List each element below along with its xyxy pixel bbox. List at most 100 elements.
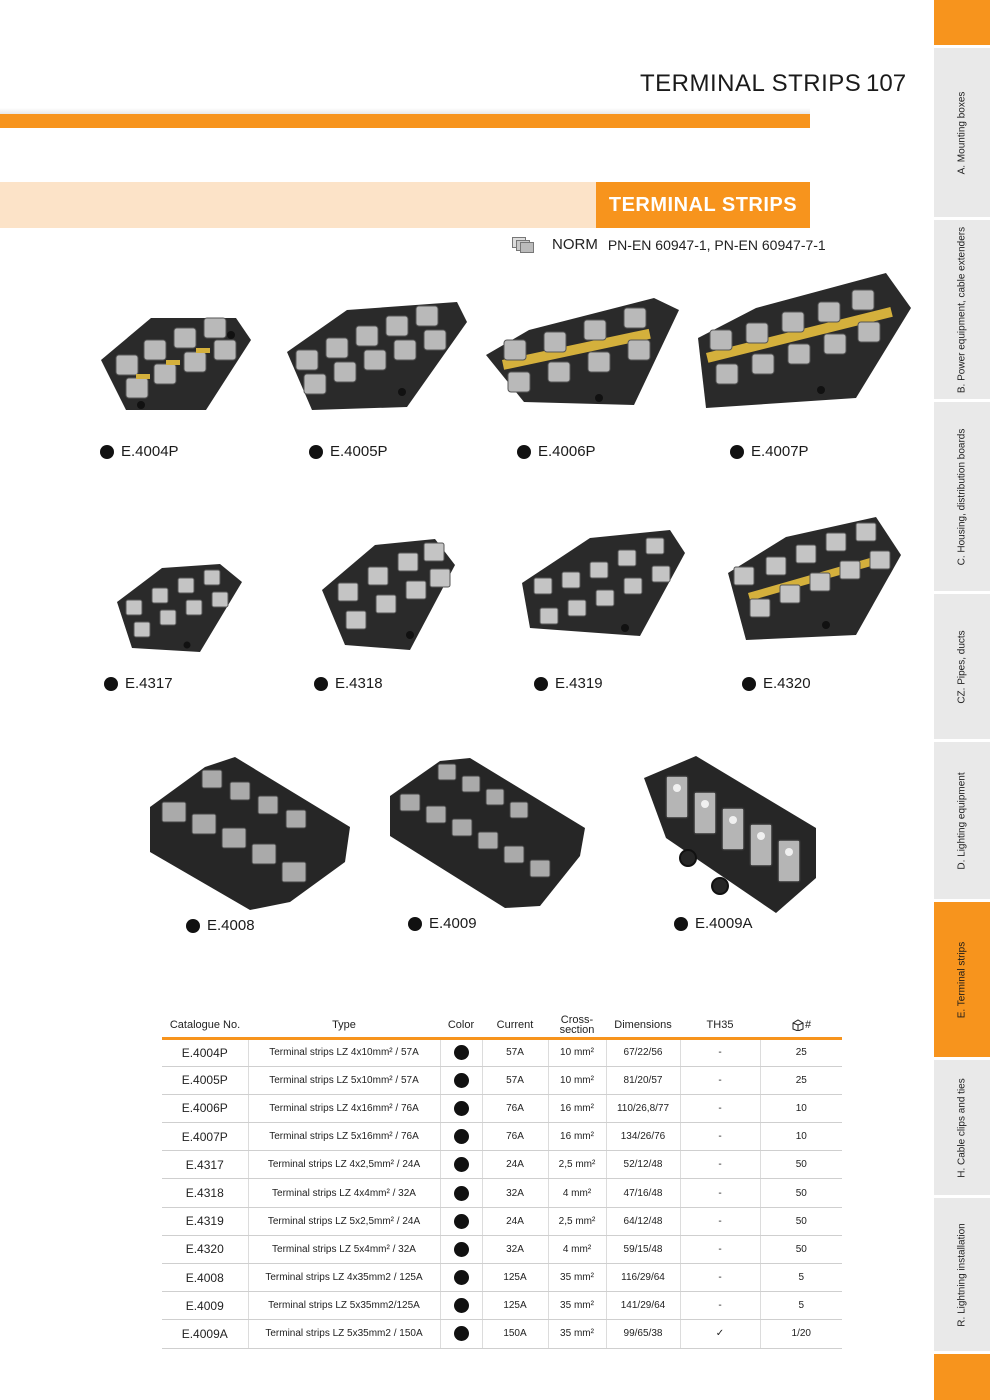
cell-th35: - [679,1291,760,1321]
cell-catalogue: E.4317 [162,1150,248,1180]
cell-pack: 50 [759,1207,842,1236]
header-current: Current [482,1014,548,1040]
cell-catalogue: E.4005P [162,1066,248,1095]
product-image-e4005p [282,292,472,422]
cell-dimensions: 47/16/48 [605,1178,680,1208]
side-tab-lightning-installation[interactable]: R. Lightning installation [934,1198,990,1354]
product-label-e4005p: E.4005P [309,443,388,460]
header-catalogue: Catalogue No. [162,1014,248,1040]
cell-th35: - [679,1066,760,1095]
side-tab-label: C. Housing, distribution boards [956,428,968,565]
side-tab-lighting-equipment[interactable]: D. Lighting equipment [934,742,990,902]
cell-th35: - [679,1263,760,1293]
side-tab-cable-clips[interactable]: H. Cable clips and ties [934,1060,990,1198]
header-cross-line1: Cross- [560,1014,594,1027]
side-tab-power-equipment[interactable]: B. Power equipment, cable extenders [934,220,990,402]
cell-type: Terminal strips LZ 4x4mm² / 32A [247,1178,440,1208]
cell-type: Terminal strips LZ 5x4mm² / 32A [247,1235,440,1265]
cell-dimensions: 134/26/76 [605,1122,680,1152]
cell-current: 57A [481,1038,548,1067]
section-label: TERMINAL STRIPS [596,182,810,228]
product-code: E.4319 [555,675,603,692]
side-tab-label: A. Mounting boxes [956,91,968,174]
color-dot [742,676,756,691]
product-image-e4008 [150,752,350,912]
header-type: Type [248,1014,440,1040]
header-pack-suffix: # [804,1019,812,1032]
cell-pack: 1/20 [759,1319,842,1349]
product-image-e4317 [112,560,247,660]
package-box-icon [791,1019,805,1032]
side-tab-label: B. Power equipment, cable extenders [956,226,968,393]
cell-dimensions: 67/22/56 [605,1038,680,1067]
side-tabs: A. Mounting boxes B. Power equipment, ca… [934,0,990,1400]
side-tab-mounting-boxes[interactable]: A. Mounting boxes [934,48,990,220]
product-code: E.4004P [121,443,179,460]
color-swatch [453,1326,469,1342]
color-swatch [453,1185,469,1201]
cell-color [439,1235,482,1265]
color-dot [309,444,323,459]
norm-label: NORM [552,236,598,253]
cell-color [439,1150,482,1180]
header-bar [0,114,810,128]
color-dot [314,676,328,691]
cell-type: Terminal strips LZ 4x2,5mm² / 24A [247,1150,440,1180]
product-code: E.4318 [335,675,383,692]
cell-pack: 50 [759,1178,842,1208]
color-swatch [453,1129,469,1145]
header-pack: # [760,1014,842,1040]
side-tab-label: D. Lighting equipment [956,771,968,870]
cell-catalogue: E.4006P [162,1094,248,1124]
cell-catalogue: E.4009A [162,1319,248,1349]
cell-catalogue: E.4320 [162,1235,248,1265]
cell-cross-section: 35 mm² [547,1263,606,1293]
side-tab-cap-bottom [934,1354,990,1400]
color-dot [517,444,531,459]
cell-dimensions: 116/29/64 [605,1263,680,1293]
page-number: 107 [866,70,907,97]
cell-type: Terminal strips LZ 4x16mm² / 76A [247,1094,440,1124]
product-label-e4009a: E.4009A [674,915,753,932]
cell-pack: 25 [759,1038,842,1067]
cell-catalogue: E.4009 [162,1291,248,1321]
spec-table: Catalogue No. Type Color Current Cross-s… [162,1014,842,1349]
color-swatch [453,1298,469,1314]
cell-catalogue: E.4319 [162,1207,248,1236]
color-dot [674,916,688,931]
product-code: E.4009 [429,915,477,932]
side-tab-housing[interactable]: C. Housing, distribution boards [934,402,990,594]
norm-row: NORM PN-EN 60947-1, PN-EN 60947-7-1 [512,236,826,253]
product-label-e4004p: E.4004P [100,443,179,460]
cell-th35: - [679,1178,760,1208]
norm-value: PN-EN 60947-1, PN-EN 60947-7-1 [607,236,826,253]
side-tab-terminal-strips[interactable]: E. Terminal strips [934,902,990,1060]
color-swatch [453,1045,469,1061]
header-cross-section: Cross-section [548,1014,606,1040]
color-dot [408,916,422,931]
cell-current: 32A [481,1178,548,1208]
header-th35: TH35 [680,1014,760,1040]
cell-dimensions: 52/12/48 [605,1150,680,1180]
cell-color [439,1263,482,1293]
cell-color [439,1122,482,1152]
cell-cross-section: 10 mm² [547,1038,606,1067]
color-swatch [453,1100,469,1116]
product-image-e4007p [696,268,916,416]
cell-color [439,1291,482,1321]
product-image-e4318 [320,535,460,660]
side-tab-pipes-ducts[interactable]: CZ. Pipes, ducts [934,594,990,742]
side-tab-label: H. Cable clips and ties [956,1077,968,1178]
side-tab-cap-top [934,0,990,48]
color-dot [104,676,118,691]
cell-dimensions: 64/12/48 [605,1207,680,1236]
cell-th35: - [679,1207,760,1236]
document-stack-icon [512,236,534,253]
cell-catalogue: E.4004P [162,1038,248,1067]
